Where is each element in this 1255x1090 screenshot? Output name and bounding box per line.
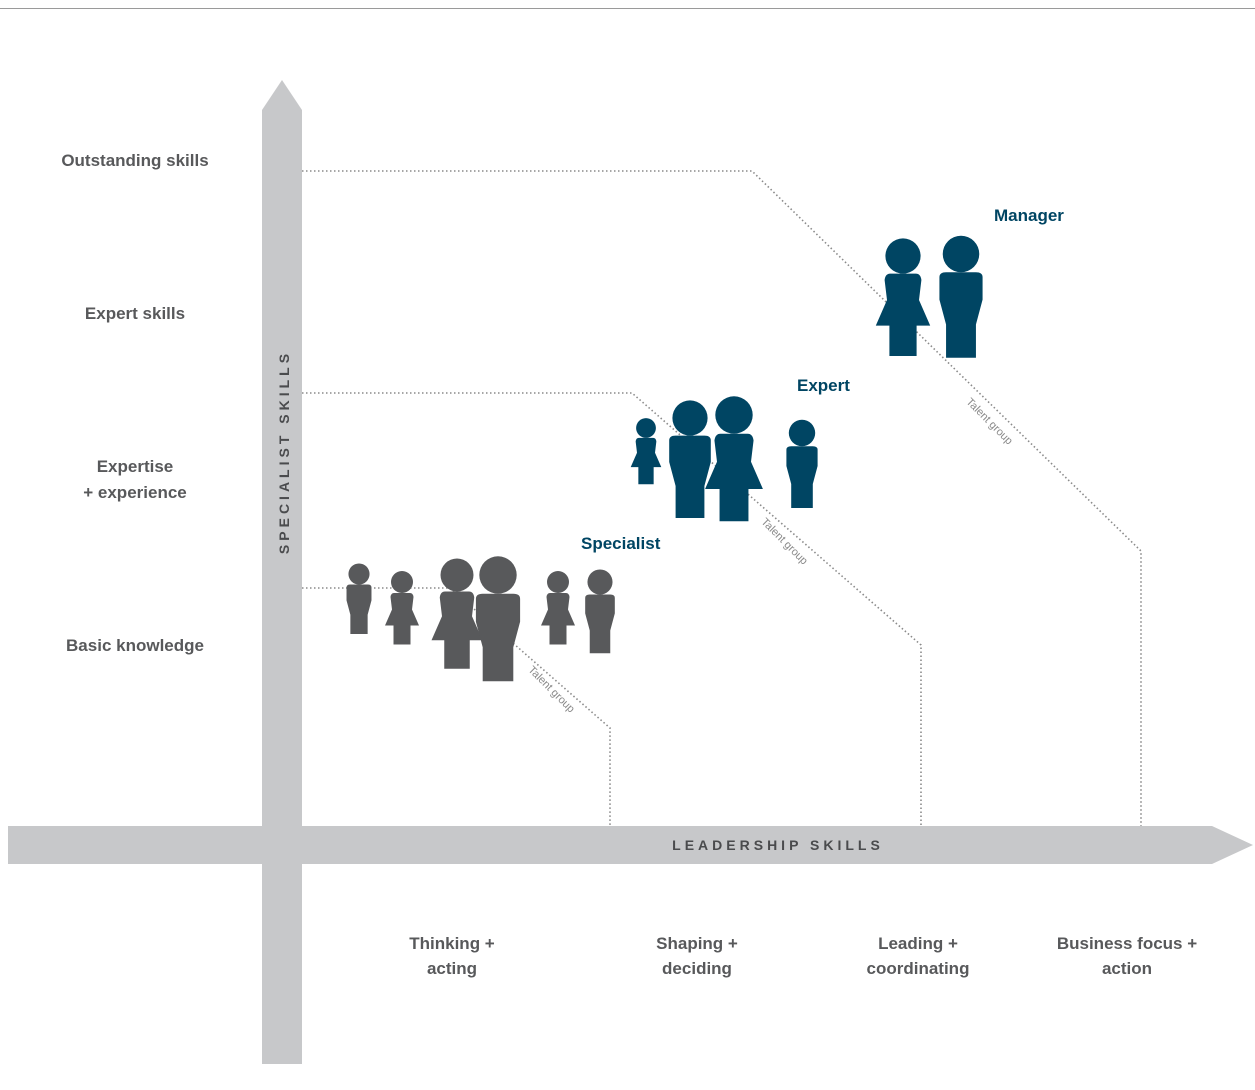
- top-divider: [0, 8, 1255, 9]
- y-level-label-expert: Expert skills: [84, 304, 186, 323]
- x-axis-arrow: [8, 826, 1253, 864]
- expert-figure-woman: [630, 418, 662, 485]
- y-level-label-outstanding: Outstanding skills: [61, 151, 209, 170]
- specialist-figure-man: [585, 569, 615, 654]
- x-level-label-leading: Leading + coordinating: [866, 934, 970, 978]
- expert-boundary-line: [302, 392, 922, 826]
- manager-figure-man: [939, 235, 983, 358]
- y-axis-arrow: [262, 80, 302, 1064]
- x-level-label-shaping: Shaping + deciding: [656, 934, 738, 978]
- expert-figure-woman: [705, 396, 763, 522]
- y-level-label-expertise: Expertise + experience: [83, 457, 187, 502]
- manager-boundary-line: [302, 170, 1142, 826]
- group-label-expert: Expert: [797, 376, 850, 395]
- x-level-label-thinking: Thinking + acting: [409, 934, 495, 978]
- group-label-specialist: Specialist: [581, 534, 661, 553]
- expert-figure-man: [786, 419, 818, 508]
- x-axis-title: LEADERSHIP SKILLS: [672, 837, 884, 853]
- specialist-figure-woman: [541, 571, 575, 645]
- group-label-manager: Manager: [994, 206, 1064, 225]
- specialist-figure-woman: [385, 571, 419, 645]
- y-level-label-basic: Basic knowledge: [66, 636, 204, 655]
- expert-figure-man: [669, 400, 711, 518]
- manager-figure-woman: [875, 238, 931, 356]
- y-axis-title: SPECIALIST SKILLS: [276, 349, 292, 555]
- specialist-figure-man: [475, 556, 521, 682]
- specialist-figure-woman: [431, 558, 483, 669]
- specialist-figure-man: [346, 563, 372, 634]
- x-level-label-business: Business focus + action: [1056, 934, 1198, 978]
